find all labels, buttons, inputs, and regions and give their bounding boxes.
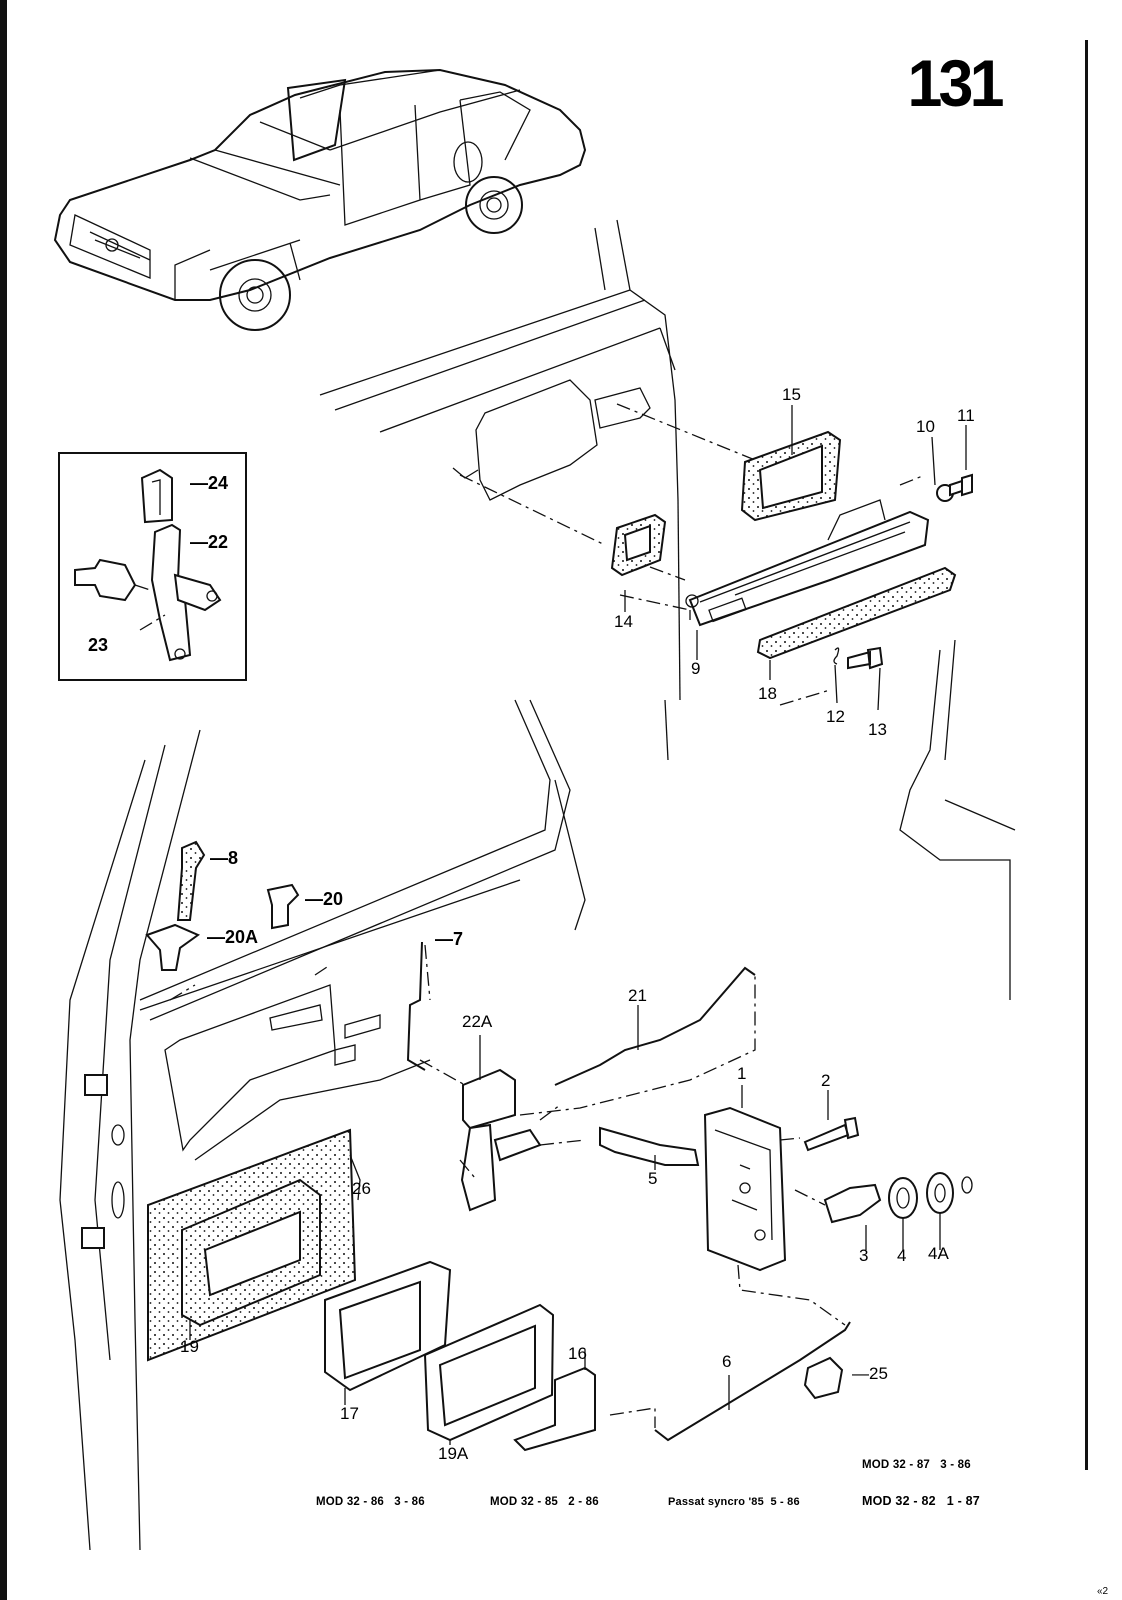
part-3-striker-bolt: [825, 1185, 880, 1222]
callout-9: 9: [691, 659, 701, 678]
part-2-screw: [805, 1118, 858, 1150]
part-25-rod-clip: [805, 1358, 842, 1398]
callout-2: 2: [821, 1071, 831, 1090]
inset-detail-box: [58, 452, 247, 681]
model-code: MOD 32 - 87: [862, 1459, 931, 1471]
part-4-washer: [889, 1178, 917, 1218]
callout-17: 17: [340, 1404, 359, 1423]
part-1-door-lock: [705, 1108, 785, 1270]
part-17-handle-housing: [325, 1262, 450, 1390]
callout-10: 10: [916, 417, 935, 436]
applicability-mod-32-87: MOD 32 - 87 3 - 86: [862, 1459, 971, 1471]
part-11-bolt: [950, 475, 972, 495]
part-12-spring-washer: [834, 648, 839, 664]
part-18-handle-trim-strip: [758, 568, 955, 658]
callout-18: 18: [758, 684, 777, 703]
inner-door-shell: [60, 640, 1015, 1550]
applicability-mod-32-86: MOD 32 - 86 3 - 86: [316, 1496, 425, 1508]
callout-26: 26: [352, 1179, 371, 1198]
part-7-rod-end: [408, 942, 425, 1070]
model-date: 1 - 87: [946, 1494, 980, 1508]
model-date: 2 - 86: [568, 1496, 599, 1508]
part-19-armrest-padding: [182, 1180, 320, 1325]
callout-12: 12: [826, 707, 845, 726]
part-20a-grommet: [147, 925, 198, 970]
callout-20: —20: [305, 889, 344, 909]
callout-3: 3: [859, 1246, 869, 1265]
part-22a-locking-actuator: [462, 1070, 540, 1210]
part-20-grommet: [268, 885, 298, 928]
part-13-screw: [848, 648, 882, 668]
callout-6: 6: [722, 1352, 732, 1371]
callout-20a: —20A: [207, 927, 259, 947]
callout-15: 15: [782, 385, 801, 404]
part-16-inner-release-lever: [515, 1368, 595, 1450]
door-hinge-upper: [85, 1075, 107, 1095]
part-4a-washer: [927, 1173, 953, 1213]
callout-16: 16: [568, 1344, 587, 1363]
callout-8: —8: [210, 848, 239, 868]
callout-22: —22: [190, 532, 229, 552]
callout-19: 19: [180, 1337, 199, 1356]
model-code: Passat syncro '85: [668, 1496, 764, 1508]
callout-5: 5: [648, 1169, 658, 1188]
callout-4a: 4A: [928, 1244, 949, 1263]
model-date: 3 - 86: [940, 1459, 971, 1471]
part-14-small-gasket: [612, 515, 665, 575]
part-8-lock-knob: [178, 842, 204, 920]
callout-4: 4: [897, 1246, 907, 1265]
callout-23: 23: [88, 635, 109, 655]
part-15-outer-handle-gasket: [742, 432, 840, 520]
model-code: MOD 32 - 82: [862, 1494, 936, 1508]
model-date: 5 - 86: [770, 1496, 800, 1508]
callout-22a: 22A: [462, 1012, 493, 1031]
applicability-mod-32-82: MOD 32 - 82 1 - 87: [862, 1494, 980, 1508]
inset-parts-22-23-24: [75, 470, 220, 660]
callout-24: —24: [190, 473, 229, 493]
page-number: 131: [907, 46, 1004, 120]
vehicle-overview-illustration: [55, 70, 585, 330]
model-code: MOD 32 - 86: [316, 1496, 385, 1508]
right-margin-rule: [1085, 40, 1088, 1470]
part-21-lock-rod: [555, 968, 755, 1085]
callout-14: 14: [614, 612, 633, 631]
callout-19a: 19A: [438, 1444, 469, 1463]
applicability-mod-32-85: MOD 32 - 85 2 - 86: [490, 1496, 599, 1508]
callout-21: 21: [628, 986, 647, 1005]
part-19a-handle-bezel: [425, 1305, 553, 1440]
door-hinge-lower: [82, 1228, 104, 1248]
part-5-lock-cylinder: [600, 1128, 698, 1165]
part-6-linkage-rod: [655, 1322, 850, 1440]
callout-7: —7: [435, 929, 464, 949]
model-date: 3 - 86: [394, 1496, 425, 1508]
model-code: MOD 32 - 85: [490, 1496, 559, 1508]
applicability-passat-syncro: Passat syncro '85 5 - 86: [668, 1496, 800, 1508]
callout-11: 11: [957, 406, 975, 425]
callout-13: 13: [868, 720, 887, 739]
callout-1: 1: [737, 1064, 747, 1083]
callout-25: —25: [852, 1364, 888, 1383]
corner-mark: «2: [1097, 1586, 1109, 1597]
page-binding-edge: [0, 0, 7, 1600]
part-9-outer-door-handle: [686, 500, 928, 625]
outer-door-panel: [320, 220, 680, 760]
